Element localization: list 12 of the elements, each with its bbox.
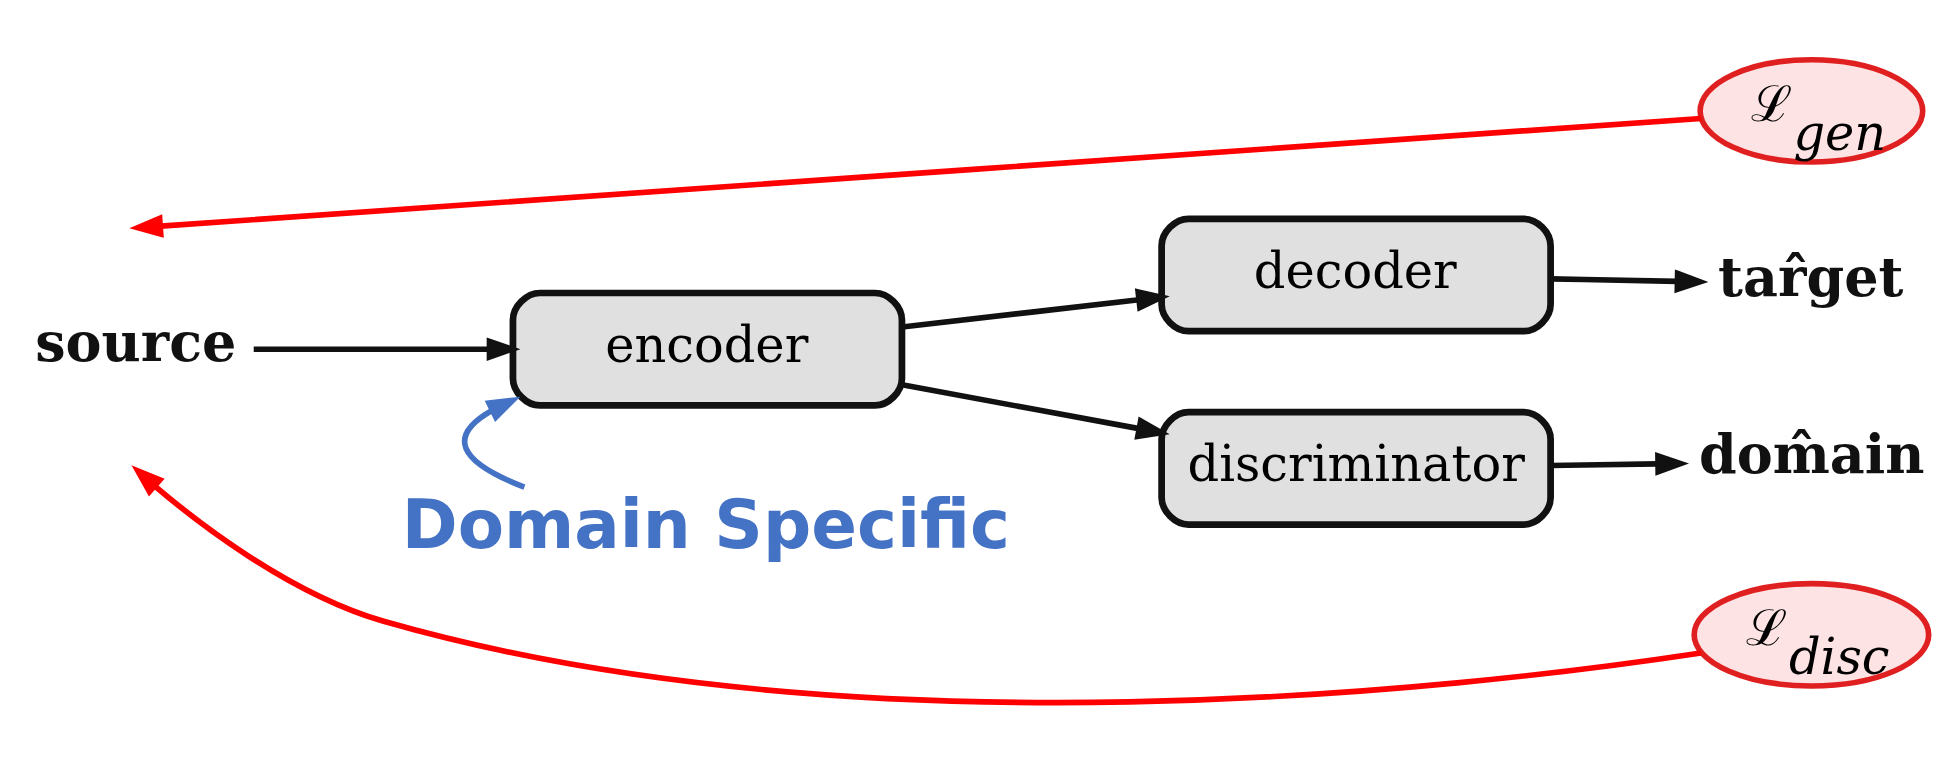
node-text: tar̂get: [1718, 244, 1904, 309]
arrow: [129, 115, 1702, 238]
node-text: source: [35, 309, 237, 374]
arrow: [901, 381, 1170, 440]
arrow: [253, 336, 521, 361]
node-box: decoder: [1158, 214, 1554, 335]
node-box: encoder: [509, 289, 906, 409]
arrow: [131, 464, 1702, 705]
node-text: dom̂ain: [1699, 421, 1925, 486]
node-text: Domain Specific: [401, 484, 1010, 564]
node-box: discriminator: [1158, 408, 1554, 528]
arrow: [461, 396, 526, 490]
